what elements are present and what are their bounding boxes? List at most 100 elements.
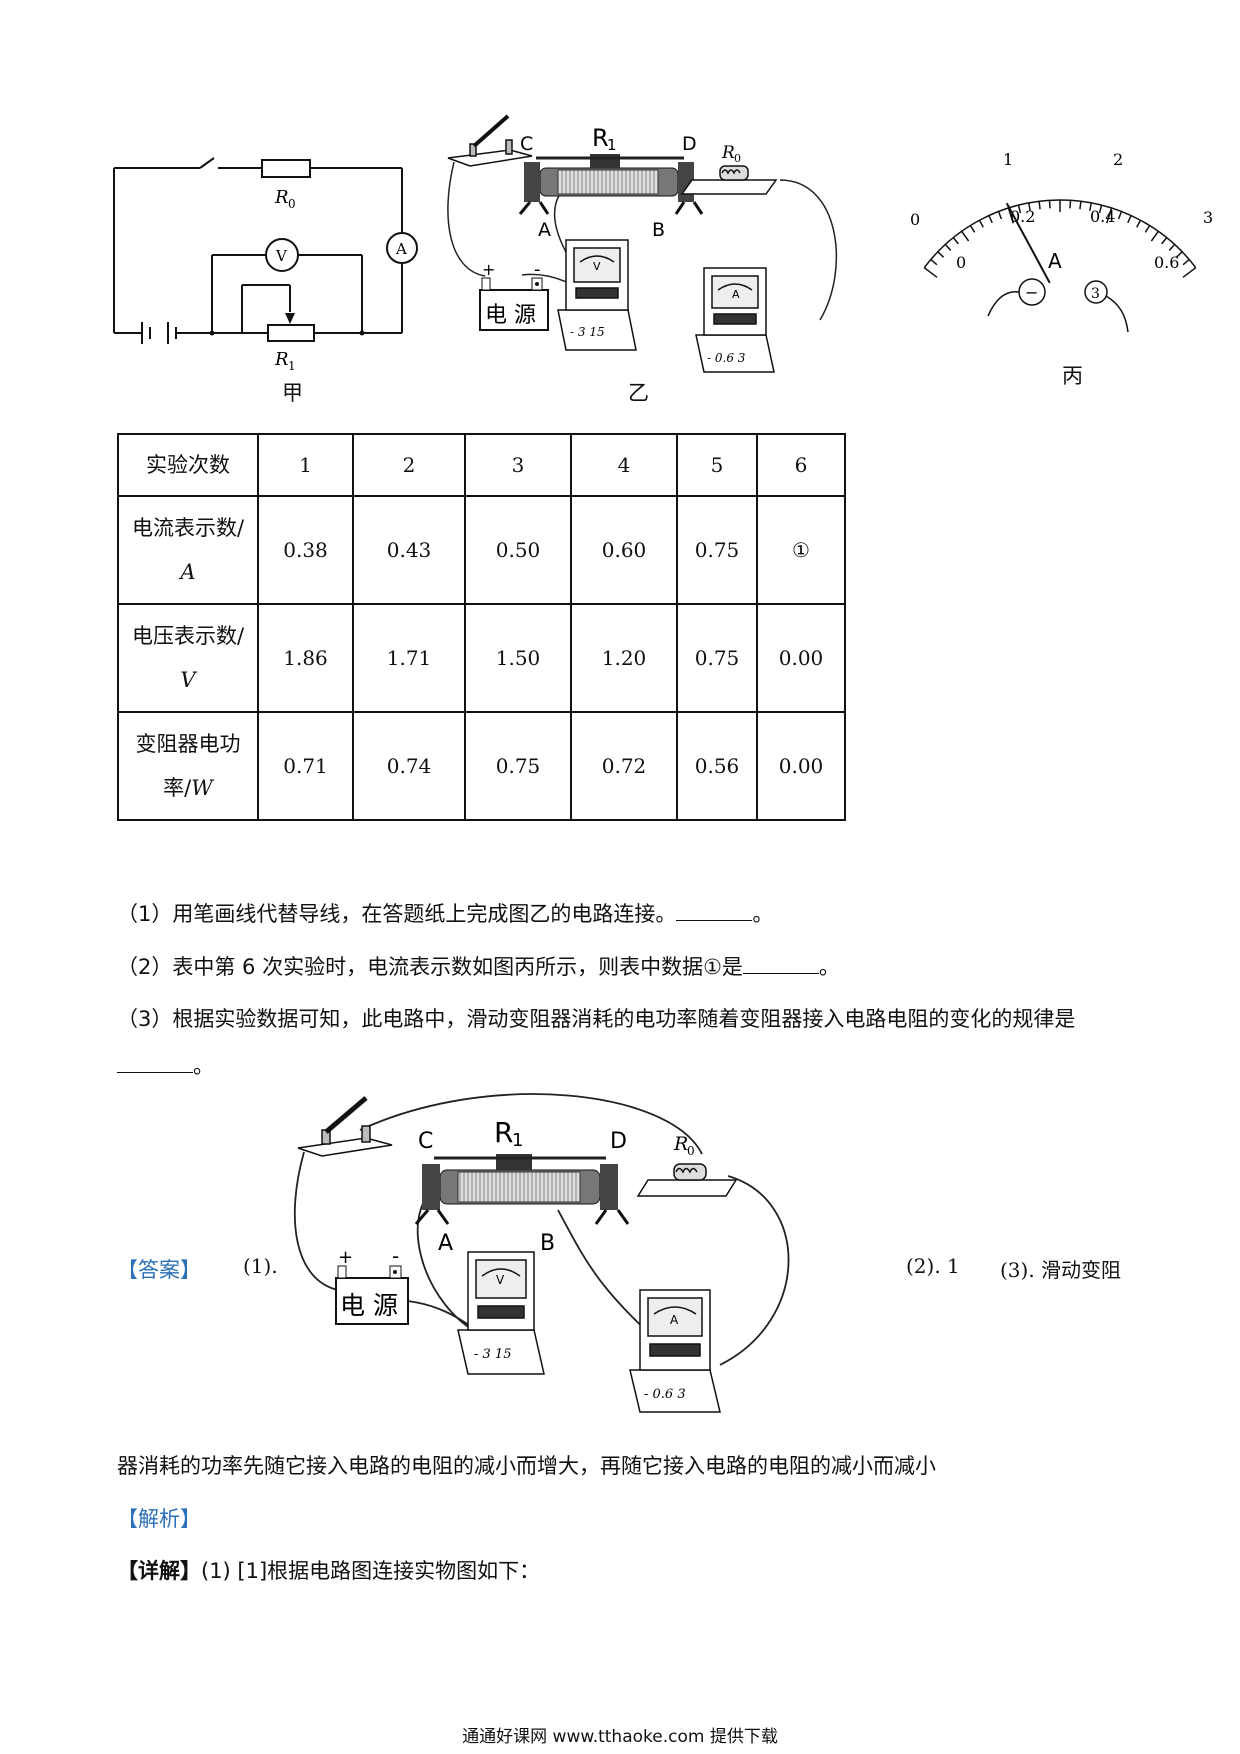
rheostat-r1-subscript: 1 <box>512 1130 523 1151</box>
table-header-cell: 2 <box>352 433 466 497</box>
experiment-data-table: 实验次数 1 2 3 4 5 6 电流表示数/A 0.38 0.43 0.50 … <box>117 433 846 821</box>
terminal-a-label: A <box>438 1231 453 1256</box>
table-cell: 1.50 <box>464 603 572 713</box>
answer-blank <box>117 1054 193 1073</box>
table-cell: 1.20 <box>570 603 678 713</box>
dial-top-label-1: 1 <box>1003 150 1013 169</box>
dial-bottom-label-0: 0 <box>956 253 966 272</box>
dial-tick <box>978 219 984 228</box>
answer-part-3: (3). 滑动变阻 <box>1000 1258 1122 1282</box>
page-footer: 通通好课网 www.tthaoke.com 提供下载 <box>462 1727 778 1747</box>
table-cell: 0.00 <box>756 711 846 821</box>
voltmeter-icon <box>557 239 637 351</box>
r0-label: R <box>274 187 289 208</box>
dial-tick <box>1098 204 1103 214</box>
dial-tick <box>1089 202 1093 211</box>
analysis-tag: 【解析】 <box>117 1507 201 1531</box>
question-3: （3）根据实验数据可知，此电路中，滑动变阻器消耗的电功率随着变阻器接入电路电阻的… <box>117 1007 1076 1031</box>
power-source-label: 电 源 <box>485 303 536 328</box>
resistor-r0-label: R <box>721 143 735 163</box>
dial-top-label-2: 2 <box>1113 150 1123 169</box>
dial-tick <box>1150 230 1159 242</box>
rheostat-r1-subscript: 1 <box>607 136 617 154</box>
dial-tick <box>1127 215 1132 224</box>
table-cell: 0.56 <box>676 711 758 821</box>
voltmeter-face-label: V <box>593 260 601 273</box>
dial-tick <box>969 225 976 233</box>
power-source-icon <box>479 277 549 331</box>
voltmeter-terminals-label: - 3 15 <box>570 325 605 339</box>
source-minus-label: - <box>534 259 541 280</box>
table-cell: 0.75 <box>464 711 572 821</box>
ammeter-dial-bing: 0 1 2 3 0 0.2 0.4 0.6 A − 3 <box>910 150 1213 333</box>
dial-bottom-label-0.4: 0.4 <box>1090 207 1115 226</box>
ammeter-icon <box>695 267 775 373</box>
table-cell: 0.74 <box>352 711 466 821</box>
table-header-cell: 6 <box>756 433 846 497</box>
rheostat-r1-icon <box>518 154 704 215</box>
dial-tick <box>1079 201 1082 210</box>
dial-tick <box>1136 219 1142 228</box>
dial-tick <box>1017 204 1022 214</box>
source-minus-label: - <box>392 1244 399 1268</box>
dial-tick <box>1161 237 1168 245</box>
terminal-three-icon <box>1084 280 1108 304</box>
dial-tick <box>944 243 952 251</box>
voltmeter-face-label: V <box>496 1273 505 1287</box>
circuit-diagram-jia: R 0 R 1 V A <box>113 157 418 373</box>
table-cell: 0.71 <box>257 711 354 821</box>
answer-part-1: (1). <box>243 1254 278 1278</box>
table-cell-unknown: ① <box>756 495 846 605</box>
dial-tick <box>961 230 970 242</box>
terminal-c-label: C <box>520 133 533 155</box>
ammeter-face-label: A <box>670 1313 679 1327</box>
dial-unit-label: A <box>1048 249 1062 273</box>
table-cell: 0.43 <box>352 495 466 605</box>
resistor-r0-icon <box>636 1163 738 1197</box>
source-plus-label: + <box>338 1247 353 1268</box>
table-header-cell: 3 <box>464 433 572 497</box>
terminal-b-label: B <box>540 1231 555 1256</box>
table-header-cell: 1 <box>257 433 354 497</box>
dial-tick <box>1175 251 1183 258</box>
table-cell: 0.72 <box>570 711 678 821</box>
knife-switch-icon <box>447 114 533 167</box>
resistor-r0-subscript: 0 <box>687 1144 695 1158</box>
dial-tick <box>1168 243 1176 251</box>
power-source-label: 电 源 <box>340 1291 398 1320</box>
table-cell: 1.71 <box>352 603 466 713</box>
question-1: （1）用笔画线代替导线，在答题纸上完成图乙的电路连接。。 <box>117 902 774 926</box>
dial-tick <box>1117 211 1123 220</box>
ammeter-label: A <box>395 240 407 258</box>
row-label-voltage: 电压表示数/V <box>117 603 259 713</box>
table-header-cell: 5 <box>676 433 758 497</box>
terminal-d-label: D <box>682 133 697 155</box>
row-label-power: 变阻器电功率/W <box>117 711 259 821</box>
knife-switch-icon <box>297 1096 393 1157</box>
dial-tick <box>1182 258 1190 266</box>
answer-blank <box>742 955 819 974</box>
dial-tick <box>923 267 938 278</box>
table-header-row: 实验次数 1 2 3 4 5 6 <box>117 433 846 497</box>
figure-caption-bing: 丙 <box>1062 364 1083 388</box>
dial-tick <box>1144 225 1151 233</box>
table-row: 变阻器电功率/W 0.71 0.74 0.75 0.72 0.56 0.00 <box>117 711 846 821</box>
physical-circuit-yi: C D A B R 1 电 源 + - V - 3 15 R 0 A - 0.6… <box>447 114 838 373</box>
dial-tick <box>1038 201 1041 210</box>
terminal-d-label: D <box>610 1129 627 1154</box>
resistor-r0-icon <box>680 165 778 195</box>
ammeter-icon <box>629 1289 721 1413</box>
ammeter-terminals-label: - 0.6 3 <box>707 351 746 365</box>
dial-tick <box>997 211 1003 220</box>
table-cell: 0.75 <box>676 495 758 605</box>
terminal-a-label: A <box>538 219 551 241</box>
ammeter-face-label: A <box>732 288 740 301</box>
table-header-cell: 实验次数 <box>117 433 259 497</box>
r1-subscript: 1 <box>288 359 296 373</box>
rheostat-r1-label: R <box>494 1116 513 1149</box>
figure-caption-yi: 乙 <box>628 381 649 405</box>
answer-continuation: 器消耗的功率先随它接入电路的电阻的减小而增大，再随它接入电路的电阻的减小而减小 <box>117 1454 936 1478</box>
resistor-r0-label: R <box>673 1133 688 1155</box>
answer-part-2: (2). 1 <box>906 1254 960 1278</box>
terminal-b-label: B <box>652 219 665 241</box>
